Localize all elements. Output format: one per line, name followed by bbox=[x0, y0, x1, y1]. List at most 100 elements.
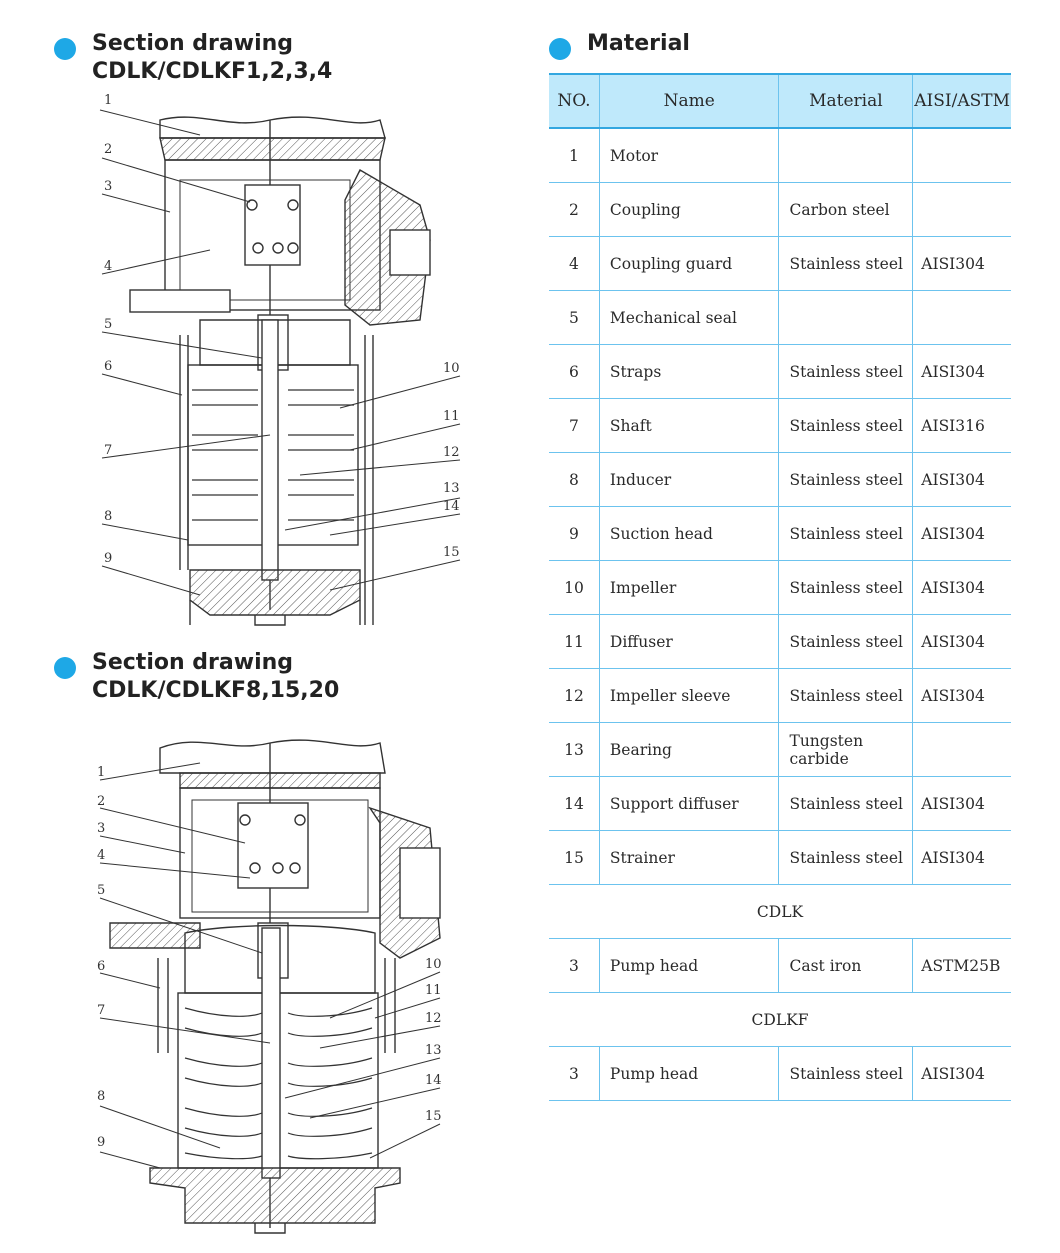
section-heading-1-line1: Section drawing bbox=[92, 31, 294, 56]
cell-name: Motor bbox=[598, 128, 779, 183]
cell-name: Diffuser bbox=[598, 614, 779, 669]
cell-no: 3 bbox=[549, 938, 600, 993]
material-table: NO. Name Material AISI/ASTM 1 Motor 2 Co… bbox=[549, 73, 1011, 1101]
cell-name: Bearing bbox=[598, 722, 779, 777]
cell-aisi: ASTM25B bbox=[912, 938, 1011, 993]
cell-name: Inducer bbox=[598, 452, 779, 507]
section-drawing-2: 1 2 3 4 5 6 7 8 9 10 11 12 13 14 15 bbox=[97, 739, 442, 1234]
callout-7: 7 bbox=[97, 1003, 105, 1018]
callout-15: 15 bbox=[443, 545, 460, 560]
group-label: CDLK bbox=[549, 884, 1011, 939]
bullet-dot-icon bbox=[54, 657, 76, 679]
cell-name: Shaft bbox=[598, 398, 779, 453]
section-heading-2-line1: Section drawing bbox=[92, 650, 294, 675]
cell-name: Pump head bbox=[598, 1046, 779, 1101]
callout-6: 6 bbox=[104, 359, 112, 374]
material-heading: Material bbox=[549, 30, 690, 60]
cell-material bbox=[778, 128, 913, 183]
cell-aisi: AISI304 bbox=[912, 1046, 1011, 1101]
cell-aisi: AISI304 bbox=[912, 560, 1011, 615]
table-row: 6 Straps Stainless steel AISI304 bbox=[549, 344, 1011, 399]
cell-material bbox=[778, 290, 913, 345]
bullet-dot-icon bbox=[549, 38, 571, 60]
table-row: 5 Mechanical seal bbox=[549, 290, 1011, 345]
callout-15: 15 bbox=[425, 1109, 442, 1124]
callout-14: 14 bbox=[443, 499, 460, 514]
cell-material: Stainless steel bbox=[778, 830, 913, 885]
bullet-dot-icon bbox=[54, 38, 76, 60]
table-row: 11 Diffuser Stainless steel AISI304 bbox=[549, 614, 1011, 669]
cell-aisi: AISI304 bbox=[912, 776, 1011, 831]
cell-material: Cast iron bbox=[778, 938, 913, 993]
table-row: 7 Shaft Stainless steel AISI316 bbox=[549, 398, 1011, 453]
callout-9: 9 bbox=[104, 551, 112, 566]
callout-13: 13 bbox=[443, 481, 460, 496]
section-drawing-1: 1 2 3 4 5 6 7 8 9 10 11 12 13 14 15 bbox=[99, 93, 461, 626]
callout-7: 7 bbox=[104, 443, 112, 458]
callout-8: 8 bbox=[97, 1089, 105, 1104]
cell-material: Stainless steel bbox=[778, 452, 913, 507]
callout-8: 8 bbox=[104, 509, 112, 524]
cell-no: 9 bbox=[549, 506, 600, 561]
section-heading-1: Section drawing CDLK/CDLKF1,2,3,4 bbox=[54, 30, 332, 86]
callout-10: 10 bbox=[425, 957, 442, 972]
cell-no: 6 bbox=[549, 344, 600, 399]
callout-5: 5 bbox=[104, 317, 112, 332]
section-heading-2: Section drawing CDLK/CDLKF8,15,20 bbox=[54, 649, 339, 705]
cell-aisi bbox=[912, 128, 1011, 183]
callout-4: 4 bbox=[97, 848, 105, 863]
cell-no: 2 bbox=[549, 182, 600, 237]
callout-11: 11 bbox=[443, 409, 460, 424]
cell-aisi bbox=[912, 722, 1011, 777]
cell-name: Support diffuser bbox=[598, 776, 779, 831]
callout-3: 3 bbox=[104, 179, 112, 194]
table-row: 10 Impeller Stainless steel AISI304 bbox=[549, 560, 1011, 615]
table-row: 14 Support diffuser Stainless steel AISI… bbox=[549, 776, 1011, 831]
cell-material: Stainless steel bbox=[778, 1046, 913, 1101]
cell-name: Impeller bbox=[598, 560, 779, 615]
table-row: 4 Coupling guard Stainless steel AISI304 bbox=[549, 236, 1011, 291]
table-row: 3 Pump head Stainless steel AISI304 bbox=[549, 1046, 1011, 1101]
cell-aisi: AISI304 bbox=[912, 830, 1011, 885]
table-row: 13 Bearing Tungsten carbide bbox=[549, 722, 1011, 777]
cell-aisi bbox=[912, 290, 1011, 345]
callout-5: 5 bbox=[97, 883, 105, 898]
callout-6: 6 bbox=[97, 959, 105, 974]
cell-no: 13 bbox=[549, 722, 600, 777]
group-label: CDLKF bbox=[549, 992, 1011, 1047]
cell-no: 3 bbox=[549, 1046, 600, 1101]
callout-3: 3 bbox=[97, 821, 105, 836]
cell-no: 15 bbox=[549, 830, 600, 885]
group-row-cdlkf: CDLKF bbox=[549, 992, 1011, 1047]
cell-aisi: AISI304 bbox=[912, 668, 1011, 723]
table-row: 15 Strainer Stainless steel AISI304 bbox=[549, 830, 1011, 885]
cell-aisi: AISI304 bbox=[912, 236, 1011, 291]
cell-no: 12 bbox=[549, 668, 600, 723]
cell-material: Stainless steel bbox=[778, 560, 913, 615]
cell-aisi: AISI304 bbox=[912, 452, 1011, 507]
cell-name: Strainer bbox=[598, 830, 779, 885]
material-heading-text: Material bbox=[587, 31, 690, 56]
table-header-row: NO. Name Material AISI/ASTM bbox=[549, 73, 1011, 129]
cell-material: Carbon steel bbox=[778, 182, 913, 237]
callout-1: 1 bbox=[104, 93, 112, 108]
cell-material: Stainless steel bbox=[778, 506, 913, 561]
cell-name: Pump head bbox=[598, 938, 779, 993]
cell-no: 4 bbox=[549, 236, 600, 291]
callout-1: 1 bbox=[97, 765, 105, 780]
cell-name: Straps bbox=[598, 344, 779, 399]
callout-12: 12 bbox=[425, 1011, 442, 1026]
cell-material: Stainless steel bbox=[778, 344, 913, 399]
callout-2: 2 bbox=[104, 142, 112, 157]
cell-no: 11 bbox=[549, 614, 600, 669]
callout-13: 13 bbox=[425, 1043, 442, 1058]
cell-material: Stainless steel bbox=[778, 668, 913, 723]
cell-name: Suction head bbox=[598, 506, 779, 561]
callout-11: 11 bbox=[425, 983, 442, 998]
section-heading-1-line2: CDLK/CDLKF1,2,3,4 bbox=[92, 59, 333, 84]
table-row: 3 Pump head Cast iron ASTM25B bbox=[549, 938, 1011, 993]
group-row-cdlk: CDLK bbox=[549, 884, 1011, 939]
table-row: 12 Impeller sleeve Stainless steel AISI3… bbox=[549, 668, 1011, 723]
callout-10: 10 bbox=[443, 361, 460, 376]
cell-name: Coupling bbox=[598, 182, 779, 237]
